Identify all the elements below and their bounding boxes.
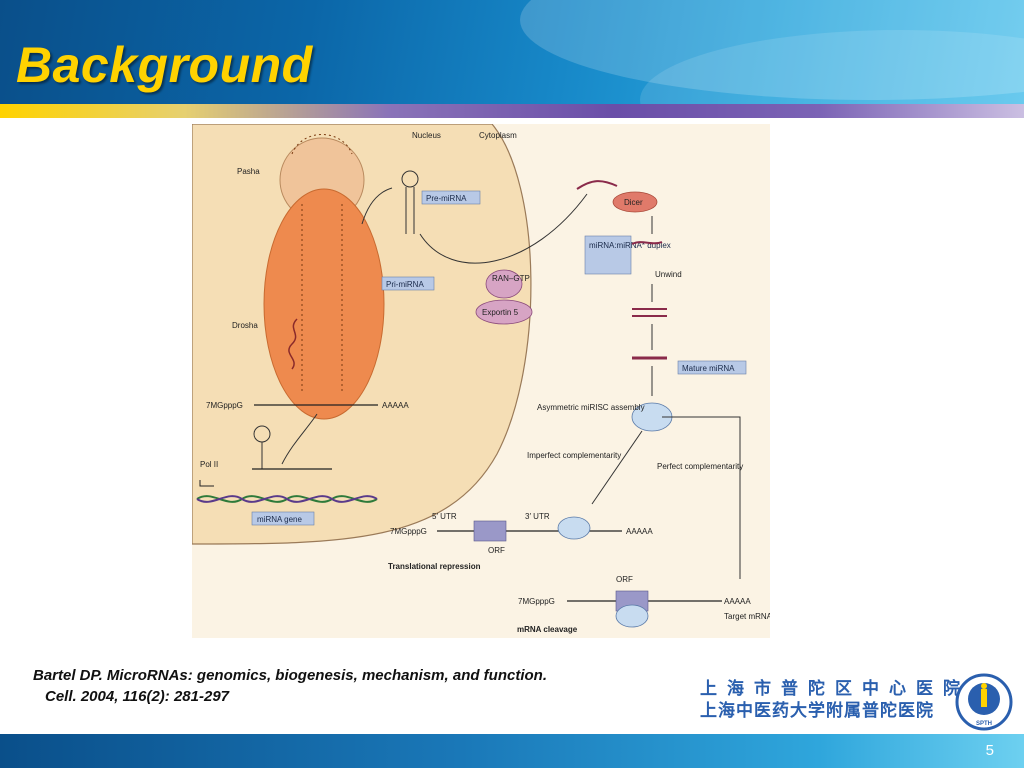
ribosome-1 <box>473 520 507 542</box>
pol2-label: Pol II <box>200 460 218 469</box>
pri-mirna-label: Pri-miRNA <box>386 280 424 289</box>
citation: Bartel DP. MicroRNAs: genomics, biogenes… <box>33 665 547 707</box>
dicer-protein <box>612 191 658 213</box>
utr5-label: 5′ UTR <box>432 512 457 521</box>
page-number: 5 <box>985 742 994 759</box>
hospital-name-line-1: 上海市普陀区中心医院 <box>700 679 970 699</box>
translational-repression-label: Translational repression <box>388 562 481 571</box>
transcription-arrow <box>281 413 318 465</box>
slide-title: Background <box>16 37 313 93</box>
pre-mirna-label: Pre-miRNA <box>426 194 467 203</box>
ran-gtp-protein <box>485 269 523 299</box>
cap-label-1: 7MGpppG <box>206 401 243 410</box>
pri-mirna-box <box>381 276 435 291</box>
mature-mirna-label: Mature miRNA <box>682 364 735 373</box>
pasha-label: Pasha <box>237 167 260 176</box>
pre-mirna-hairpin <box>401 170 419 188</box>
dicer-label: Dicer <box>624 198 643 207</box>
dna-helix-strand-2 <box>196 495 378 503</box>
orf-label-2: ORF <box>616 575 633 584</box>
drosha-label: Drosha <box>232 321 258 330</box>
mrna-cleavage-label: mRNA cleavage <box>517 625 578 634</box>
exportin5-protein <box>475 299 533 325</box>
utr3-label: 3′ UTR <box>525 512 550 521</box>
hospital-name: 上海市普陀区中心医院 上海中医药大学附属普陀医院 <box>700 678 970 722</box>
unwind-label: Unwind <box>655 270 682 279</box>
slide-footer: 5 <box>0 734 1024 768</box>
slide-header: Background <box>0 0 1024 118</box>
duplex-strand <box>631 241 663 245</box>
unwound-strands <box>632 308 667 317</box>
mirna-gene-label: miRNA gene <box>257 515 302 524</box>
citation-line-1: Bartel DP. MicroRNAs: genomics, biogenes… <box>33 667 547 684</box>
cap-label-2: 7MGpppG <box>390 527 427 536</box>
duplex-label: miRNA:miRNA* duplex <box>589 241 671 250</box>
imperfect-label: Imperfect complementarity <box>527 451 621 460</box>
mirna-biogenesis-diagram: Nucleus Cytoplasm Pasha Drosha Pri-miRNA… <box>192 124 770 638</box>
hospital-logo: SPTH <box>955 673 1013 731</box>
accent-bar <box>0 104 1024 118</box>
polya-label-1: AAAAA <box>382 401 409 410</box>
target-mrna-label: Target mRNA <box>724 612 770 621</box>
orf-label-1: ORF <box>488 546 505 555</box>
nucleus-label: Nucleus <box>412 131 441 140</box>
mature-mirna-box <box>677 360 747 375</box>
pre-mirna-box <box>421 190 481 205</box>
export-arrow <box>419 193 588 264</box>
pre-mirna-in-cytoplasm <box>576 180 618 190</box>
drosha-protein <box>263 188 385 420</box>
mirisc-bound-2 <box>615 604 649 628</box>
hairpin-bulge <box>288 318 298 370</box>
mirna-gene-box <box>251 511 315 526</box>
logo-text: SPTH <box>976 721 992 727</box>
perfect-label: Perfect complementarity <box>657 462 743 471</box>
exportin5-label: Exportin 5 <box>482 308 519 317</box>
cap-label-3: 7MGpppG <box>518 597 555 606</box>
polya-label-3: AAAAA <box>724 597 751 606</box>
hospital-name-line-2: 上海中医药大学附属普陀医院 <box>700 701 934 721</box>
risc-label-1: Asymmetric miRISC assembly <box>537 403 645 412</box>
polya-label-2: AAAAA <box>626 527 653 536</box>
mirisc-bound-1 <box>557 516 591 540</box>
citation-line-2: Cell. 2004, 116(2): 281-297 <box>45 688 230 705</box>
duplex-box <box>584 235 632 275</box>
ran-gtp-label: RAN–GTP <box>492 274 530 283</box>
cytoplasm-label: Cytoplasm <box>479 131 517 140</box>
arrow-to-pre-mirna <box>361 187 393 225</box>
pri-mirna-hairpin <box>301 204 343 394</box>
